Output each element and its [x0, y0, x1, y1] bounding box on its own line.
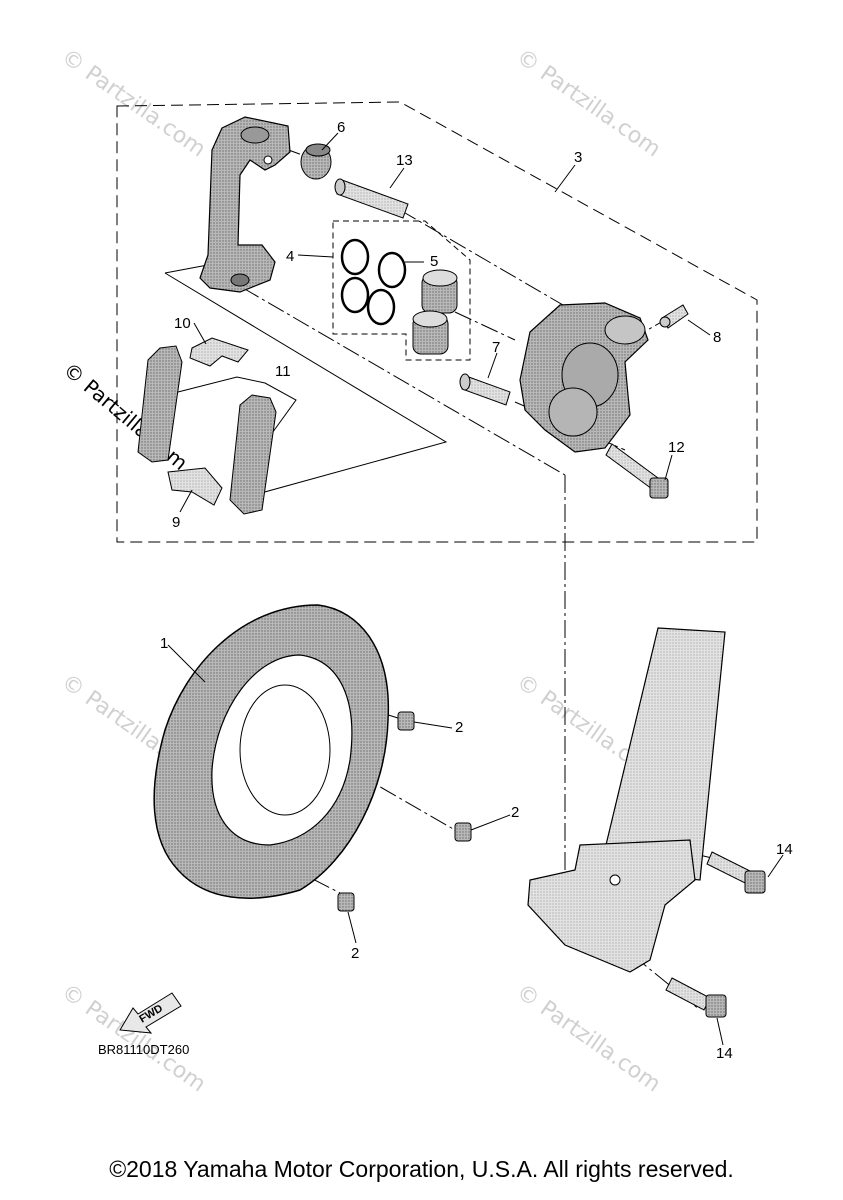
callout-11: 11 — [275, 363, 291, 380]
caliper-assembly-outline — [116, 101, 758, 543]
disc-bolt-3 — [337, 892, 355, 912]
pad-pin — [459, 373, 511, 406]
callout-3: 3 — [574, 149, 582, 166]
callout-5: 5 — [430, 253, 438, 270]
copyright-notice: ©2018 Yamaha Motor Corporation, U.S.A. A… — [109, 1156, 734, 1182]
pad-bracket-lines — [164, 272, 448, 502]
caliper-body — [519, 302, 649, 453]
bleed-screw — [659, 304, 689, 329]
callout-8: 8 — [713, 329, 721, 346]
pin-part — [334, 178, 409, 219]
pad-spring — [189, 337, 249, 367]
spring-clip — [167, 467, 223, 506]
diagram-code: BR81110DT260 — [98, 1042, 189, 1057]
seal-rings — [340, 238, 407, 326]
callout-4: 4 — [286, 248, 294, 265]
callout-10: 10 — [174, 315, 191, 332]
watermark-5: © Partzilla.com — [57, 979, 210, 1097]
pistons — [412, 269, 458, 355]
callout-7: 7 — [492, 339, 500, 356]
watermark-6: © Partzilla.com — [512, 979, 665, 1097]
callout-1: 1 — [160, 635, 168, 652]
disc-bolts — [337, 711, 472, 912]
callout-13: 13 — [396, 152, 413, 169]
callout-9: 9 — [172, 514, 180, 531]
callout-12: 12 — [668, 439, 685, 456]
disc-bolt-2 — [454, 822, 472, 842]
leader-lines — [167, 132, 784, 1046]
fwd-arrow-icon: FWD — [119, 992, 182, 1034]
disc-bolt-1 — [397, 711, 415, 731]
watermark-2: © Partzilla.com — [512, 44, 665, 162]
front-fork — [527, 627, 726, 973]
axle-bolt-2 — [665, 977, 727, 1018]
callouts: 6 13 3 4 5 10 8 7 11 12 9 1 2 2 14 2 14 — [160, 119, 793, 1062]
brake-disc — [153, 604, 390, 899]
callout-14b: 14 — [716, 1045, 733, 1062]
callout-14a: 14 — [776, 841, 793, 858]
callout-6: 6 — [337, 119, 345, 136]
axle-bolts — [665, 851, 766, 1018]
seal-kit-outline — [332, 220, 471, 361]
callout-2c: 2 — [351, 945, 359, 962]
watermark-1: © Partzilla.com — [57, 44, 210, 162]
caliper-bracket — [199, 116, 291, 293]
bushing-part — [300, 143, 332, 180]
callout-2a: 2 — [455, 719, 463, 736]
callout-2b: 2 — [511, 804, 519, 821]
caliper-bolt — [605, 443, 669, 499]
axle-bolt-1 — [706, 851, 766, 894]
brake-pads — [137, 345, 277, 515]
